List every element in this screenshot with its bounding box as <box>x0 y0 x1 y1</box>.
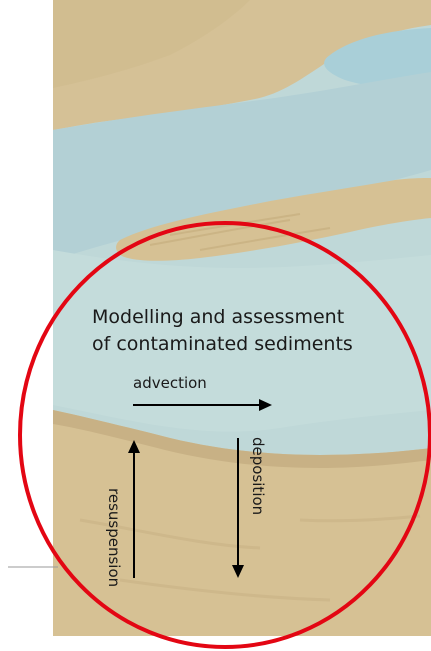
water-band-middle <box>53 72 431 260</box>
sediment-bed-edge <box>53 410 431 468</box>
diagram-title-line1: Modelling and assessment <box>92 306 344 328</box>
resuspension-arrow <box>128 440 140 578</box>
water-pool-top <box>324 28 431 89</box>
water-channel <box>53 250 431 432</box>
advection-label: advection <box>133 374 207 392</box>
deposition-label: deposition <box>249 437 267 515</box>
diagram-title-line2: of contaminated sediments <box>92 333 353 355</box>
resuspension-label: resuspension <box>105 488 123 587</box>
sandbank-top-shade <box>53 0 250 88</box>
deposition-arrow <box>232 438 244 578</box>
advection-arrow <box>133 399 272 411</box>
sandbar-spit <box>116 178 431 261</box>
highlight-circle <box>18 221 431 649</box>
